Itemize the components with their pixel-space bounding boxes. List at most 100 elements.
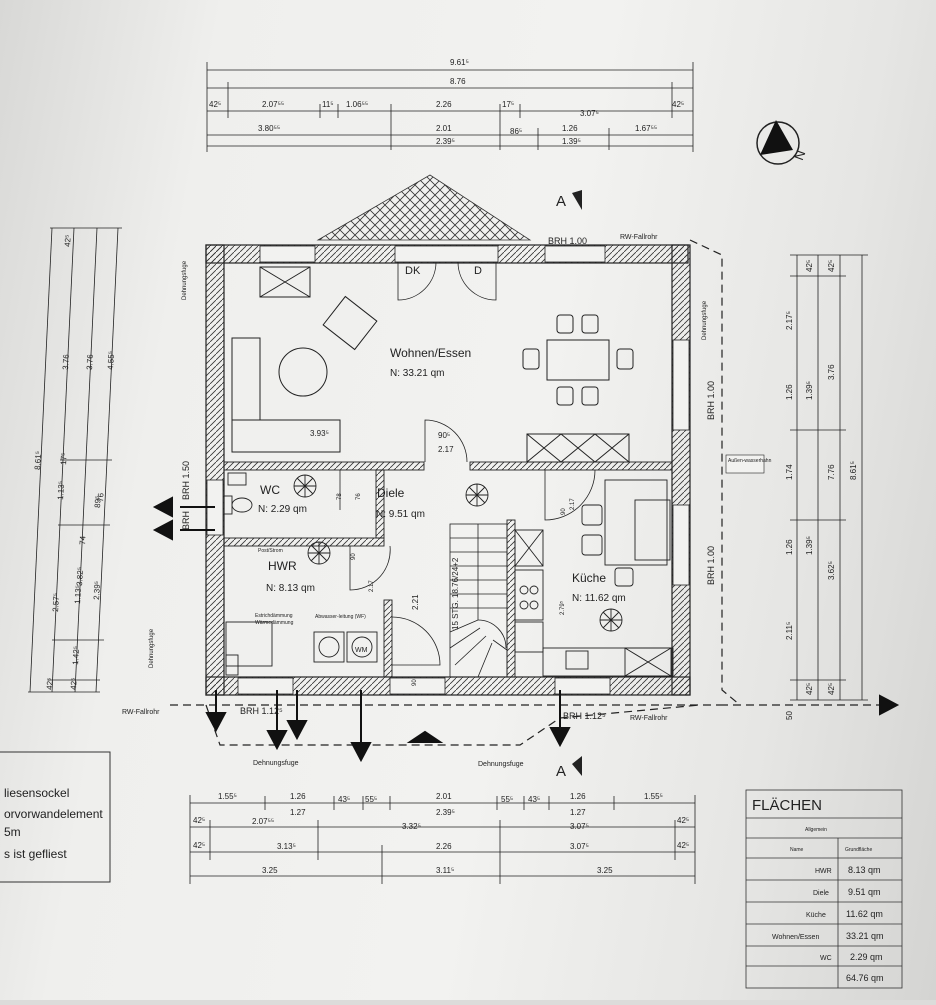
dim-top-r4-6: 1.67⁵⁵: [635, 124, 657, 133]
dim-right-3: 1.26: [785, 384, 794, 400]
flaechen-row-1-value: 9.51 qm: [848, 887, 881, 897]
abwasser-label: Abwasser-leitung (WF): [315, 614, 366, 620]
room-kueche-name: Küche: [572, 571, 606, 585]
legend-line-1: liesensockel: [4, 786, 69, 800]
dim-left-1: 3.76: [61, 354, 71, 371]
dim-left-16: 42⁵: [69, 677, 79, 690]
dim-top-r3-3: 1.06⁵⁵: [346, 100, 368, 109]
dim-top-r3-5: 17⁵: [502, 100, 514, 109]
dim-top-r4-0: 3.80⁵⁵: [258, 124, 280, 133]
flaechen-row-2-name: Küche: [806, 912, 826, 919]
dim-left-0: 42⁵: [63, 234, 73, 247]
dim-top-r4-3: 86⁵: [510, 127, 522, 136]
room-hwr-name: HWR: [268, 559, 297, 573]
dim-left-9: 89⁵: [93, 495, 103, 508]
interior-walls: [223, 461, 673, 678]
legend-line-4: s ist gefliest: [4, 847, 67, 861]
dim-bot-r2-0: 42⁵: [193, 816, 205, 825]
dim-right-0: 42⁵: [805, 260, 814, 272]
dim-left-6: 17⁵: [59, 452, 69, 465]
compass-icon: N: [756, 120, 808, 165]
dim-right-11: 3.62⁵: [827, 561, 836, 580]
dim-bot-r1-5: 2.01: [436, 792, 452, 801]
dim-right-15: 50: [785, 711, 794, 720]
legend-line-3: 5m: [4, 825, 21, 839]
staircase: [449, 523, 508, 678]
dim-bot-r1-4: 55⁵: [365, 795, 377, 804]
section-mark-top: A: [556, 193, 566, 210]
dim-left-4: 8.61⁵: [33, 451, 43, 470]
dim-right-1: 42⁵: [827, 260, 836, 272]
hwr-fixtures: [225, 621, 378, 676]
room-wohnen-name: Wohnen/Essen: [390, 346, 471, 360]
room-diele-area: N: 9.51 qm: [376, 509, 425, 520]
dim-left-15: 42⁵: [45, 677, 55, 690]
flaechen-row-3-value: 33.21 qm: [846, 931, 884, 941]
brh-right-2: BRH 1.00: [706, 546, 716, 585]
dim-right-10: 1.39⁵: [805, 536, 814, 555]
kue-dim-90: 90: [561, 508, 567, 515]
dehnung-label-3: Dehnungsfuge: [149, 628, 155, 668]
living-furniture: [231, 266, 634, 463]
dim-bot-r3-1: 3.13⁵: [277, 842, 296, 851]
dim-bot-r1-0: 1.55⁵: [218, 792, 237, 801]
dim-right-7: 7.76: [827, 464, 836, 480]
dim-top-r3-1: 2.07⁵⁵: [262, 100, 284, 109]
dim-left-8: 76: [96, 492, 105, 502]
left-dimension-lines: [28, 227, 122, 693]
dim-bot-r3-0: 42⁵: [193, 841, 205, 850]
flaechen-row-3-name: Wohnen/Essen: [772, 934, 819, 941]
terrace-hatch: [316, 174, 532, 241]
dim-left-11: 2.57⁵: [51, 593, 61, 612]
dim-bot-r2-3: 3.07⁵: [570, 822, 589, 831]
dim-left-7: 74: [78, 535, 87, 545]
dim-top-r4-4: 1.26: [562, 124, 578, 133]
section-arrow-top-icon: [572, 190, 582, 210]
compass-label: N: [791, 148, 808, 162]
flaechen-row-0-name: HWR: [815, 868, 832, 875]
dim-right-5: 3.76: [827, 364, 836, 380]
dim-left-3: 4.55⁵: [106, 351, 116, 370]
dim-bot-r3-3: 3.07⁵: [570, 842, 589, 851]
section-arrow-bottom-icon: [572, 756, 582, 776]
rw-label-right: RW-Fallrohr: [630, 715, 668, 722]
post-strom-label: Post/Strom: [258, 548, 283, 554]
dim-top-r3-0: 42⁵: [209, 100, 221, 109]
brh-bottom-2: BRH 1.12⁵: [563, 711, 606, 721]
dim-bot-r2-2: 3.32⁵: [402, 822, 421, 831]
dim-bot-r2-4: 42⁵: [677, 816, 689, 825]
flaechen-header-name: Name: [790, 847, 804, 853]
aussen-label: Außen-wasserhahn: [728, 458, 772, 464]
kue-dim-279: 2.79⁵: [559, 600, 566, 615]
eaves-line: [170, 239, 880, 746]
dim-right-9: 1.26: [785, 539, 794, 555]
dim-right-8: 8.61⁵: [849, 461, 858, 480]
dim-bot-r4-0: 3.25: [262, 866, 278, 875]
dim-bot-r1-11: 1.55⁵: [644, 792, 663, 801]
dim-bot-r1-7: 55⁵: [501, 795, 513, 804]
dim-left-13: 2.39⁵: [92, 581, 102, 600]
room-diele-name: Diele: [377, 486, 405, 500]
flaechen-header-area: Grundfläche: [845, 847, 872, 853]
brh-left-2: BRH: [181, 511, 191, 530]
legend-box: liesensockel orvorwandelement 5m s ist g…: [0, 751, 111, 883]
dim-top-r4-5: 1.39⁵: [562, 137, 581, 146]
brh-left: BRH 1.50: [181, 461, 191, 500]
room-kueche-area: N: 11.62 qm: [572, 593, 626, 604]
hwr-dim-217: 2.17: [369, 580, 375, 592]
dehnung-label-5: Dehnungsfuge: [478, 761, 524, 768]
bank-dim: 3.93⁵: [310, 429, 329, 438]
dim-bot-r3-2: 2.26: [436, 842, 452, 851]
flaechen-subtitle: Allgemein: [805, 827, 827, 833]
ceiling-lights: [293, 474, 623, 632]
dim-bot-r1-8: 43⁵: [528, 795, 540, 804]
dim-bot-r1-6: 2.39⁵: [436, 808, 455, 817]
dim-bot-r4-2: 3.25: [597, 866, 613, 875]
dim-bot-r3-4: 42⁵: [677, 841, 689, 850]
dim-bot-r2-1: 2.07⁵⁵: [252, 817, 274, 826]
dim-top-r3-6: 3.07⁵: [580, 109, 599, 118]
flaechen-total: 64.76 qm: [846, 973, 884, 983]
downpipe-arrows: [152, 496, 900, 763]
flaechen-row-2-value: 11.62 qm: [846, 909, 883, 919]
dim-left-10: 3.82⁵: [75, 567, 85, 586]
